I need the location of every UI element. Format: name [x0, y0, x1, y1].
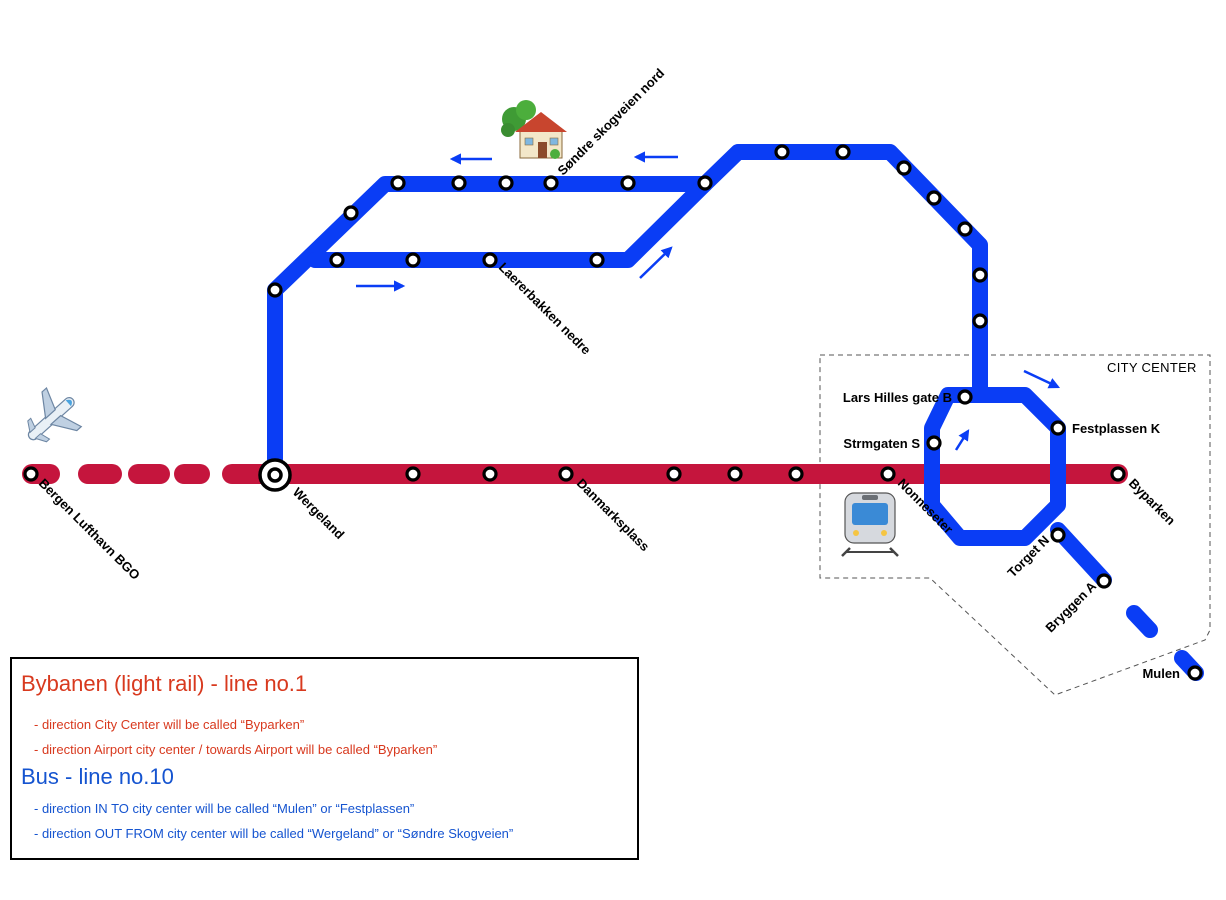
bus-stop [1096, 573, 1112, 589]
bus-stop [896, 160, 912, 176]
arrow-icon [1023, 369, 1061, 389]
rail-stop [1110, 466, 1126, 482]
rail-stop [880, 466, 896, 482]
station-label-strmgaten: Strmgaten S [843, 436, 920, 451]
rail-stop [727, 466, 743, 482]
station-label-bryggen: Bryggen A [1042, 578, 1099, 635]
legend-rail-title: Bybanen (light rail) - line no.1 [21, 671, 308, 696]
rail-stop [405, 466, 421, 482]
rail-stop [788, 466, 804, 482]
station-label-wergeland: Wergeland [290, 485, 347, 542]
bus-stop [329, 252, 345, 268]
legend-bus-title: Bus - line no.10 [21, 764, 174, 789]
bus-stop [451, 175, 467, 191]
bus-line [267, 144, 1204, 681]
bus-stop [1050, 527, 1066, 543]
station-label-danmarksplass: Danmarksplass [574, 476, 653, 555]
arrow-icon [639, 246, 673, 279]
station-label-bergen-lufthavn: Bergen Lufthavn BGO [36, 476, 143, 583]
bus-stop [957, 389, 973, 405]
bus-stop [1050, 420, 1066, 436]
bus-stop [543, 175, 559, 191]
bus-stop [957, 221, 973, 237]
bus-stop [835, 144, 851, 160]
tram-icon [841, 492, 899, 557]
arrow-icon [954, 429, 970, 451]
rail-stop [482, 466, 498, 482]
house-with-tree-icon [501, 100, 567, 159]
legend-rail-line-1: - direction City Center will be called “… [34, 717, 305, 732]
bus-stop [390, 175, 406, 191]
bus-stop [482, 252, 498, 268]
rail-stop [666, 466, 682, 482]
legend-box: Bybanen (light rail) - line no.1 - direc… [10, 657, 639, 860]
bus-stop [343, 205, 359, 221]
city-center-label: CITY CENTER [1107, 360, 1197, 375]
station-label-sondre-skogveien: Søndre skogveien nord [555, 65, 668, 178]
station-label-mulen: Mulen [1142, 666, 1180, 681]
station-label-byparken: Byparken [1126, 476, 1179, 529]
station-label-lars-hilles: Lars Hilles gate B [843, 390, 952, 405]
bus-stop [926, 190, 942, 206]
city-center-zone [819, 354, 1211, 696]
rail-stop [23, 466, 39, 482]
direction-arrows [356, 151, 1061, 451]
station-label-festplassen: Festplassen K [1072, 421, 1161, 436]
bus-stop [972, 313, 988, 329]
station-label-laererbakken: Laererbakken nedre [496, 260, 594, 358]
bus-stop [589, 252, 605, 268]
bus-stop [267, 282, 283, 298]
bus-stop [498, 175, 514, 191]
bus-stop [1187, 665, 1203, 681]
rail-stop [558, 466, 574, 482]
interchange-wergeland [258, 458, 292, 492]
legend-bus-line-1: - direction IN TO city center will be ca… [34, 801, 415, 816]
airplane-icon [27, 386, 83, 443]
bus-stop [405, 252, 421, 268]
bus-stop [972, 267, 988, 283]
bus-stop [926, 435, 942, 451]
legend-rail-line-2: - direction Airport city center / toward… [34, 742, 438, 757]
bus-stop [620, 175, 636, 191]
bus-stop [774, 144, 790, 160]
bus-stop [697, 175, 713, 191]
stops [23, 144, 1203, 681]
legend-bus-line-2: - direction OUT FROM city center will be… [34, 826, 514, 841]
